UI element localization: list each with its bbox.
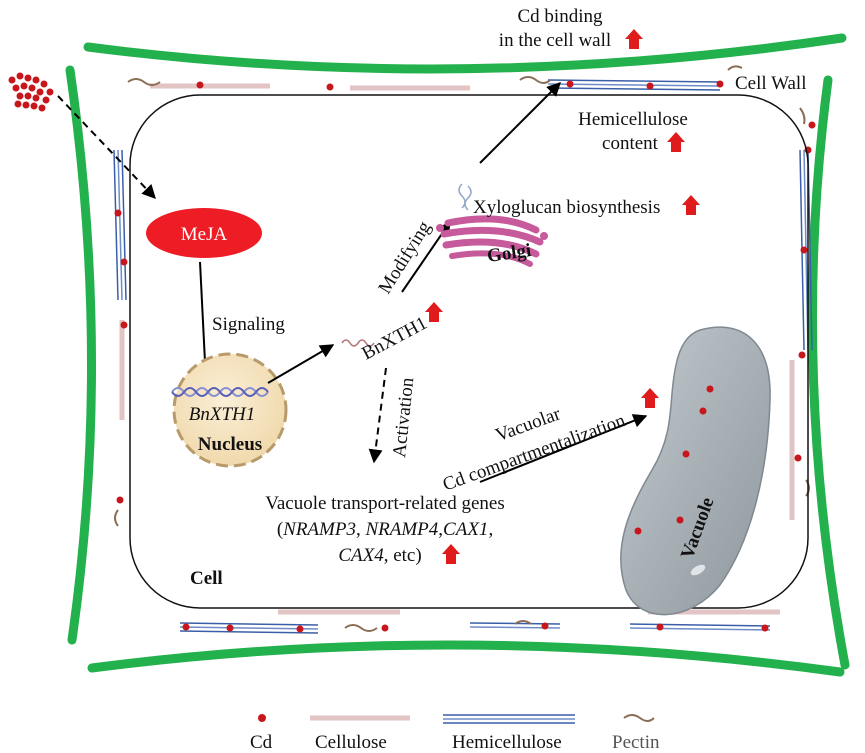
cd-binding-line1: Cd binding <box>518 6 603 27</box>
legend-pectin: Pectin <box>612 732 660 753</box>
cd-binding-line2: in the cell wall <box>499 30 611 51</box>
xyloglucan-icon <box>458 183 472 211</box>
legend-cd-symbol <box>258 714 266 722</box>
nucleus <box>172 352 288 468</box>
vacuole-cd-ions <box>634 385 714 535</box>
wall-fibers-top <box>127 65 743 91</box>
cd-binding-up-arrow <box>625 29 643 49</box>
nucleus-label: Nucleus <box>198 434 262 455</box>
cd-cluster <box>8 72 54 112</box>
meja-label: MeJA <box>181 224 228 245</box>
arrow-to-vacuole <box>479 414 648 483</box>
vacuolar-up-arrow <box>641 388 659 408</box>
legend-cd: Cd <box>250 732 273 753</box>
cell-label: Cell <box>190 568 223 589</box>
nucleus-gene-label: BnXTH1 <box>189 404 256 425</box>
hemicellulose-line1: Hemicellulose <box>578 109 688 130</box>
meja-ellipse <box>146 208 262 258</box>
bnxth1-protein-label: BnXTH1 <box>358 313 430 365</box>
activation-label: Activation <box>389 376 418 458</box>
hemicellulose-line2: content <box>602 133 659 154</box>
genes-line3: CAX4, etc) <box>338 545 421 566</box>
cell-wall-right <box>807 75 850 670</box>
arrow-nucleus-to-bnxth1 <box>267 344 335 384</box>
legend-cellulose: Cellulose <box>315 732 387 753</box>
cell-wall-top <box>83 33 847 74</box>
signaling-label: Signaling <box>212 314 285 335</box>
genes-line2: (NRAMP3, NRAMP4,CAX1, <box>277 519 493 540</box>
vacuole <box>620 326 771 616</box>
bnxth1-up-arrow <box>425 302 443 322</box>
cell-wall-left <box>65 65 96 645</box>
hemicellulose-up-arrow <box>667 132 685 152</box>
genes-up-arrow <box>442 544 460 564</box>
wall-fibers-right <box>789 107 816 520</box>
dna-helix-icon <box>171 387 269 397</box>
golgi-icon <box>436 215 548 267</box>
bnxth1-protein-icon <box>341 339 375 347</box>
arrow-golgi-to-wall <box>479 82 561 164</box>
genes-line1: Vacuole transport-related genes <box>265 493 505 514</box>
arrow-activation <box>368 367 387 464</box>
cell-wall-label: Cell Wall <box>735 73 806 94</box>
cell-wall <box>65 33 850 677</box>
legend-hemicellulose-symbol <box>443 714 575 724</box>
legend-hemicellulose: Hemicellulose <box>452 732 562 753</box>
wall-fibers-left <box>113 149 128 527</box>
xyloglucan-label: Xyloglucan biosynthesis <box>473 197 660 218</box>
cell-membrane <box>129 94 809 609</box>
xyloglucan-up-arrow <box>682 195 700 215</box>
legend: Cd Cellulose Hemicellulose Pectin <box>250 714 660 753</box>
vacuole-highlight <box>690 564 706 576</box>
legend-pectin-symbol <box>623 714 655 722</box>
wall-fibers-bottom <box>179 609 780 634</box>
cell-wall-bottom <box>87 640 845 677</box>
